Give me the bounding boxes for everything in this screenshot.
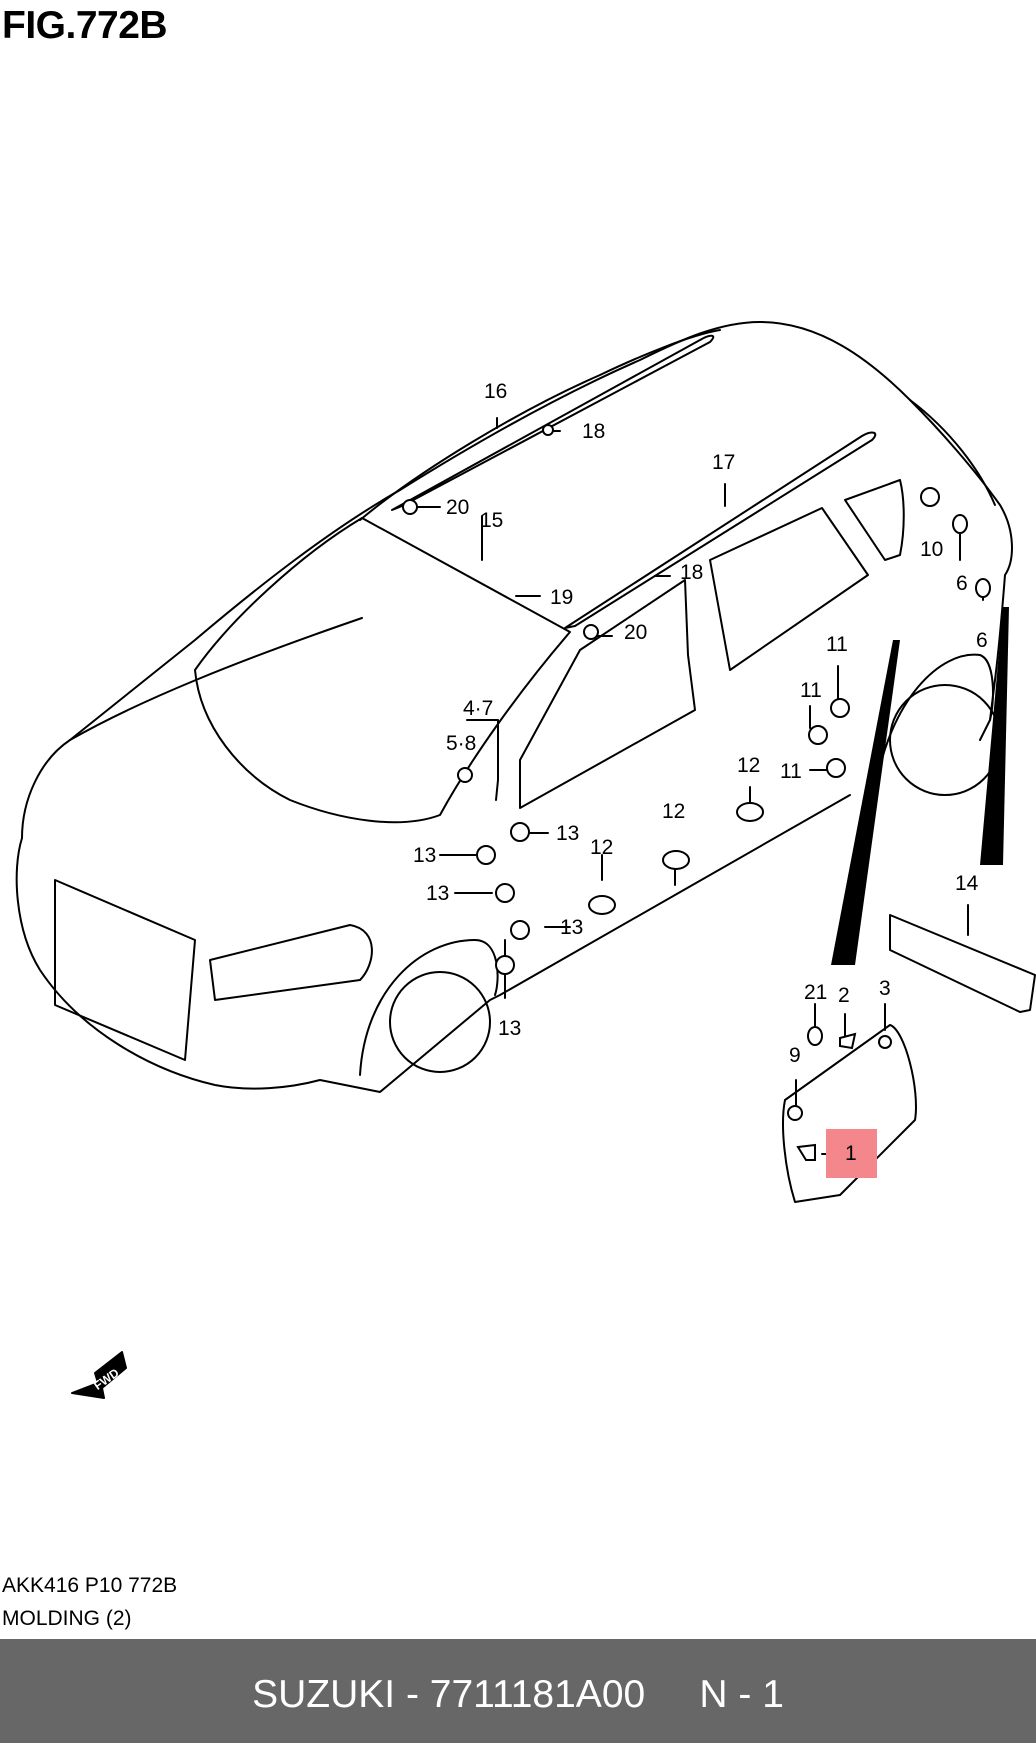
callout-label: 20 [446,496,469,519]
clip-icon [662,850,690,870]
grille [54,879,196,1061]
clip-icon [476,845,496,865]
clip-icon [510,822,530,842]
rear-door-window [709,507,869,671]
rear-wheel-arch [874,653,994,791]
roof-molding-left [391,334,715,511]
quarter-window [844,479,905,561]
callout-label: 14 [955,872,979,895]
car-lower-outline [15,794,851,1093]
side-panel [782,1024,917,1203]
callout-label: 21 [804,981,827,1004]
clip-icon [495,955,515,975]
callout-label: 13 [560,916,583,939]
callout-label-highlighted: 1 [845,1142,857,1165]
callout-label: 13 [498,1017,521,1040]
windshield [194,517,571,824]
clip-icon [807,1026,823,1046]
tailgate [909,399,996,506]
clip-icon [736,802,764,822]
rear-wheel [889,684,1001,796]
clip-icon [402,499,418,515]
clip-icon [826,758,846,778]
callout-label: 18 [680,561,703,584]
figure-title: FIG.772B [2,4,168,47]
front-door-window [519,579,696,809]
roof-line [359,329,721,521]
headlight [209,924,373,1001]
footer-bar: SUZUKI - 7711181A00 N - 1 [0,1639,1036,1743]
callout-label: 4·7 [463,697,493,720]
callout-label: 13 [556,822,579,845]
footer-part-number: SUZUKI - 7711181A00 N - 1 [252,1673,784,1716]
roof-molding-right [564,431,877,629]
callout-label: 12 [590,836,613,859]
callout-label: 9 [789,1044,801,1067]
callout-label: 17 [712,451,735,474]
part-14-housing [889,914,1036,1013]
rear-side-stripe-a [831,640,900,965]
callout-label: 12 [662,800,685,823]
clip-icon [588,895,616,915]
callout-label: 20 [624,621,647,644]
callout-label: 18 [582,420,605,443]
car-body-outline [21,321,1013,839]
clip-icon [878,1035,892,1049]
clip-icon [830,698,850,718]
callout-label: 3 [879,977,891,1000]
hood [69,617,363,741]
clip-icon [495,883,515,903]
rear-side-stripe-b [980,607,1009,865]
callout-label: 11 [826,633,848,656]
callout-label: 6 [976,629,988,652]
callout-label: 12 [737,754,760,777]
front-wheel [389,971,491,1073]
clip-icon [920,487,940,507]
callout-label: 19 [550,586,573,609]
callout-label: 11 [780,760,802,783]
callout-label: 2 [838,984,850,1007]
callout-label: 16 [484,380,507,403]
callout-label: 6 [956,572,968,595]
clip-icon [796,1143,816,1161]
fwd-arrow [72,1352,126,1398]
clip-icon [787,1105,803,1121]
clip-icon [542,424,554,436]
clip-icon [457,767,473,783]
callout-label: 10 [920,538,943,561]
callout-label: 11 [800,679,822,702]
clip-icon [583,624,599,640]
clip-icon [808,725,828,745]
reference-name: MOLDING (2) [2,1607,132,1630]
clip-icon [839,1032,857,1050]
callout-label: 13 [413,844,436,867]
callout-label: 15 [480,509,503,532]
reference-code: AKK416 P10 772B [2,1574,178,1597]
callout-label: 5·8 [446,732,476,755]
clip-icon [510,920,530,940]
highlight-box [826,1129,877,1178]
clip-icon [975,578,991,598]
clip-icon [952,514,968,534]
callout-label: 13 [426,882,449,905]
